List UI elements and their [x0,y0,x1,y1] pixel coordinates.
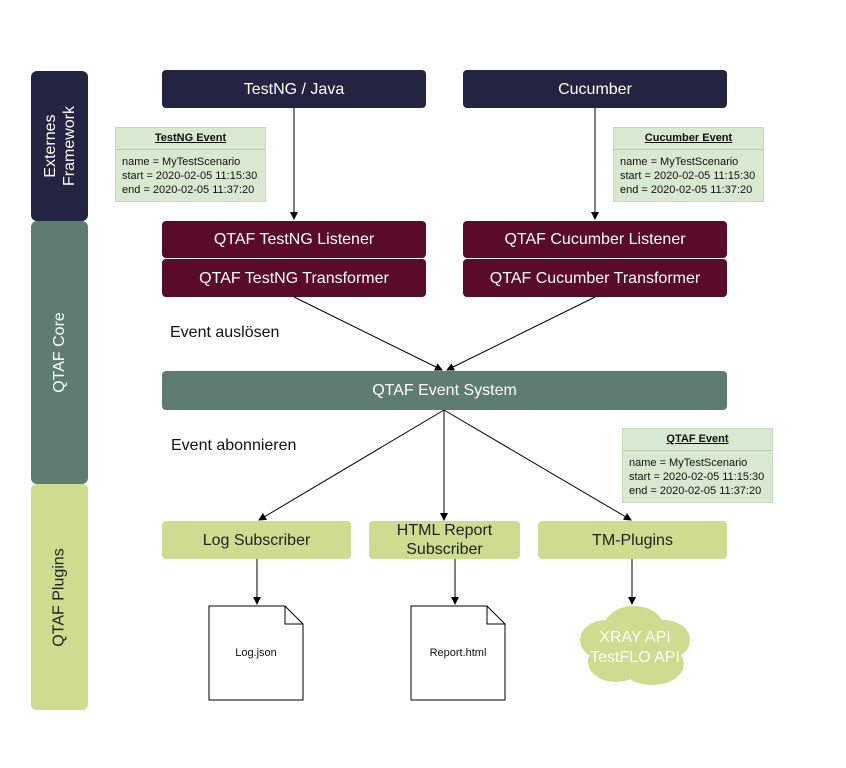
qtaf-event-system-box: QTAF Event System [162,371,727,410]
log-json-label: Log.json [235,647,277,659]
testng-event-note: TestNG Event name = MyTestScenario start… [115,127,266,202]
qtaf-event-name: name = MyTestScenario [629,457,748,469]
api-cloud-text: XRAY API TestFLO API [580,628,690,668]
arrow-event-system-to-tm [443,409,632,521]
qtaf-event-note: QTAF Event name = MyTestScenario start =… [622,428,773,503]
report-html-document-icon [410,605,506,701]
cucumber-event-start: start = 2020-02-05 11:15:30 [620,170,756,182]
log-subscriber-box: Log Subscriber [162,521,351,559]
cucumber-event-end: end = 2020-02-05 11:37:20 [620,184,753,196]
cucumber-event-note: Cucumber Event name = MyTestScenario sta… [613,127,764,202]
html-report-subscriber-line1: HTML Report [396,522,493,539]
testng-event-name: name = MyTestScenario [122,156,241,168]
qtaf-testng-transformer-box: QTAF TestNG Transformer [162,259,426,297]
testng-java-box: TestNG / Java [162,70,426,108]
lane-external-framework: Externes Framework [31,71,88,221]
lane-external-framework-label: Externes Framework [41,105,78,186]
tm-plugins-box: TM-Plugins [538,521,727,559]
event-subscribe-label: Event abonnieren [171,437,297,454]
log-json-document-icon [208,605,304,701]
testflo-api-label: TestFLO API [590,649,680,666]
api-cloud-icon [580,606,690,685]
html-report-subscriber-box: HTML Report Subscriber [369,521,520,559]
qtaf-event-end: end = 2020-02-05 11:37:20 [629,485,762,497]
testng-event-note-title: TestNG Event [116,128,265,150]
html-report-subscriber-line2: Subscriber [406,541,483,558]
event-trigger-label: Event auslösen [170,324,280,341]
cucumber-box: Cucumber [463,70,727,108]
qtaf-testng-listener-box: QTAF TestNG Listener [162,221,426,258]
testng-event-end: end = 2020-02-05 11:37:20 [122,184,255,196]
arrow-testng-transformer-to-event-system [293,296,443,371]
xray-api-label: XRAY API [599,629,671,646]
cucumber-event-note-title: Cucumber Event [614,128,763,150]
qtaf-cucumber-listener-box: QTAF Cucumber Listener [463,221,727,258]
qtaf-event-start: start = 2020-02-05 11:15:30 [629,471,765,483]
qtaf-event-note-title: QTAF Event [623,429,772,451]
lane-qtaf-core: QTAF Core [31,221,88,484]
arrow-event-system-to-log [258,409,445,521]
report-html-document-fold [486,606,505,625]
report-html-label: Report.html [429,647,487,659]
arrow-cucumber-transformer-to-event-system [446,296,596,371]
cucumber-event-name: name = MyTestScenario [620,156,739,168]
lane-qtaf-core-label: QTAF Core [51,312,69,393]
lane-qtaf-plugins-label: QTAF Plugins [51,547,68,647]
testng-event-start: start = 2020-02-05 11:15:30 [122,170,258,182]
lane-qtaf-plugins: QTAF Plugins [31,484,88,710]
qtaf-cucumber-transformer-box: QTAF Cucumber Transformer [463,259,727,297]
log-json-document-fold [284,606,303,625]
